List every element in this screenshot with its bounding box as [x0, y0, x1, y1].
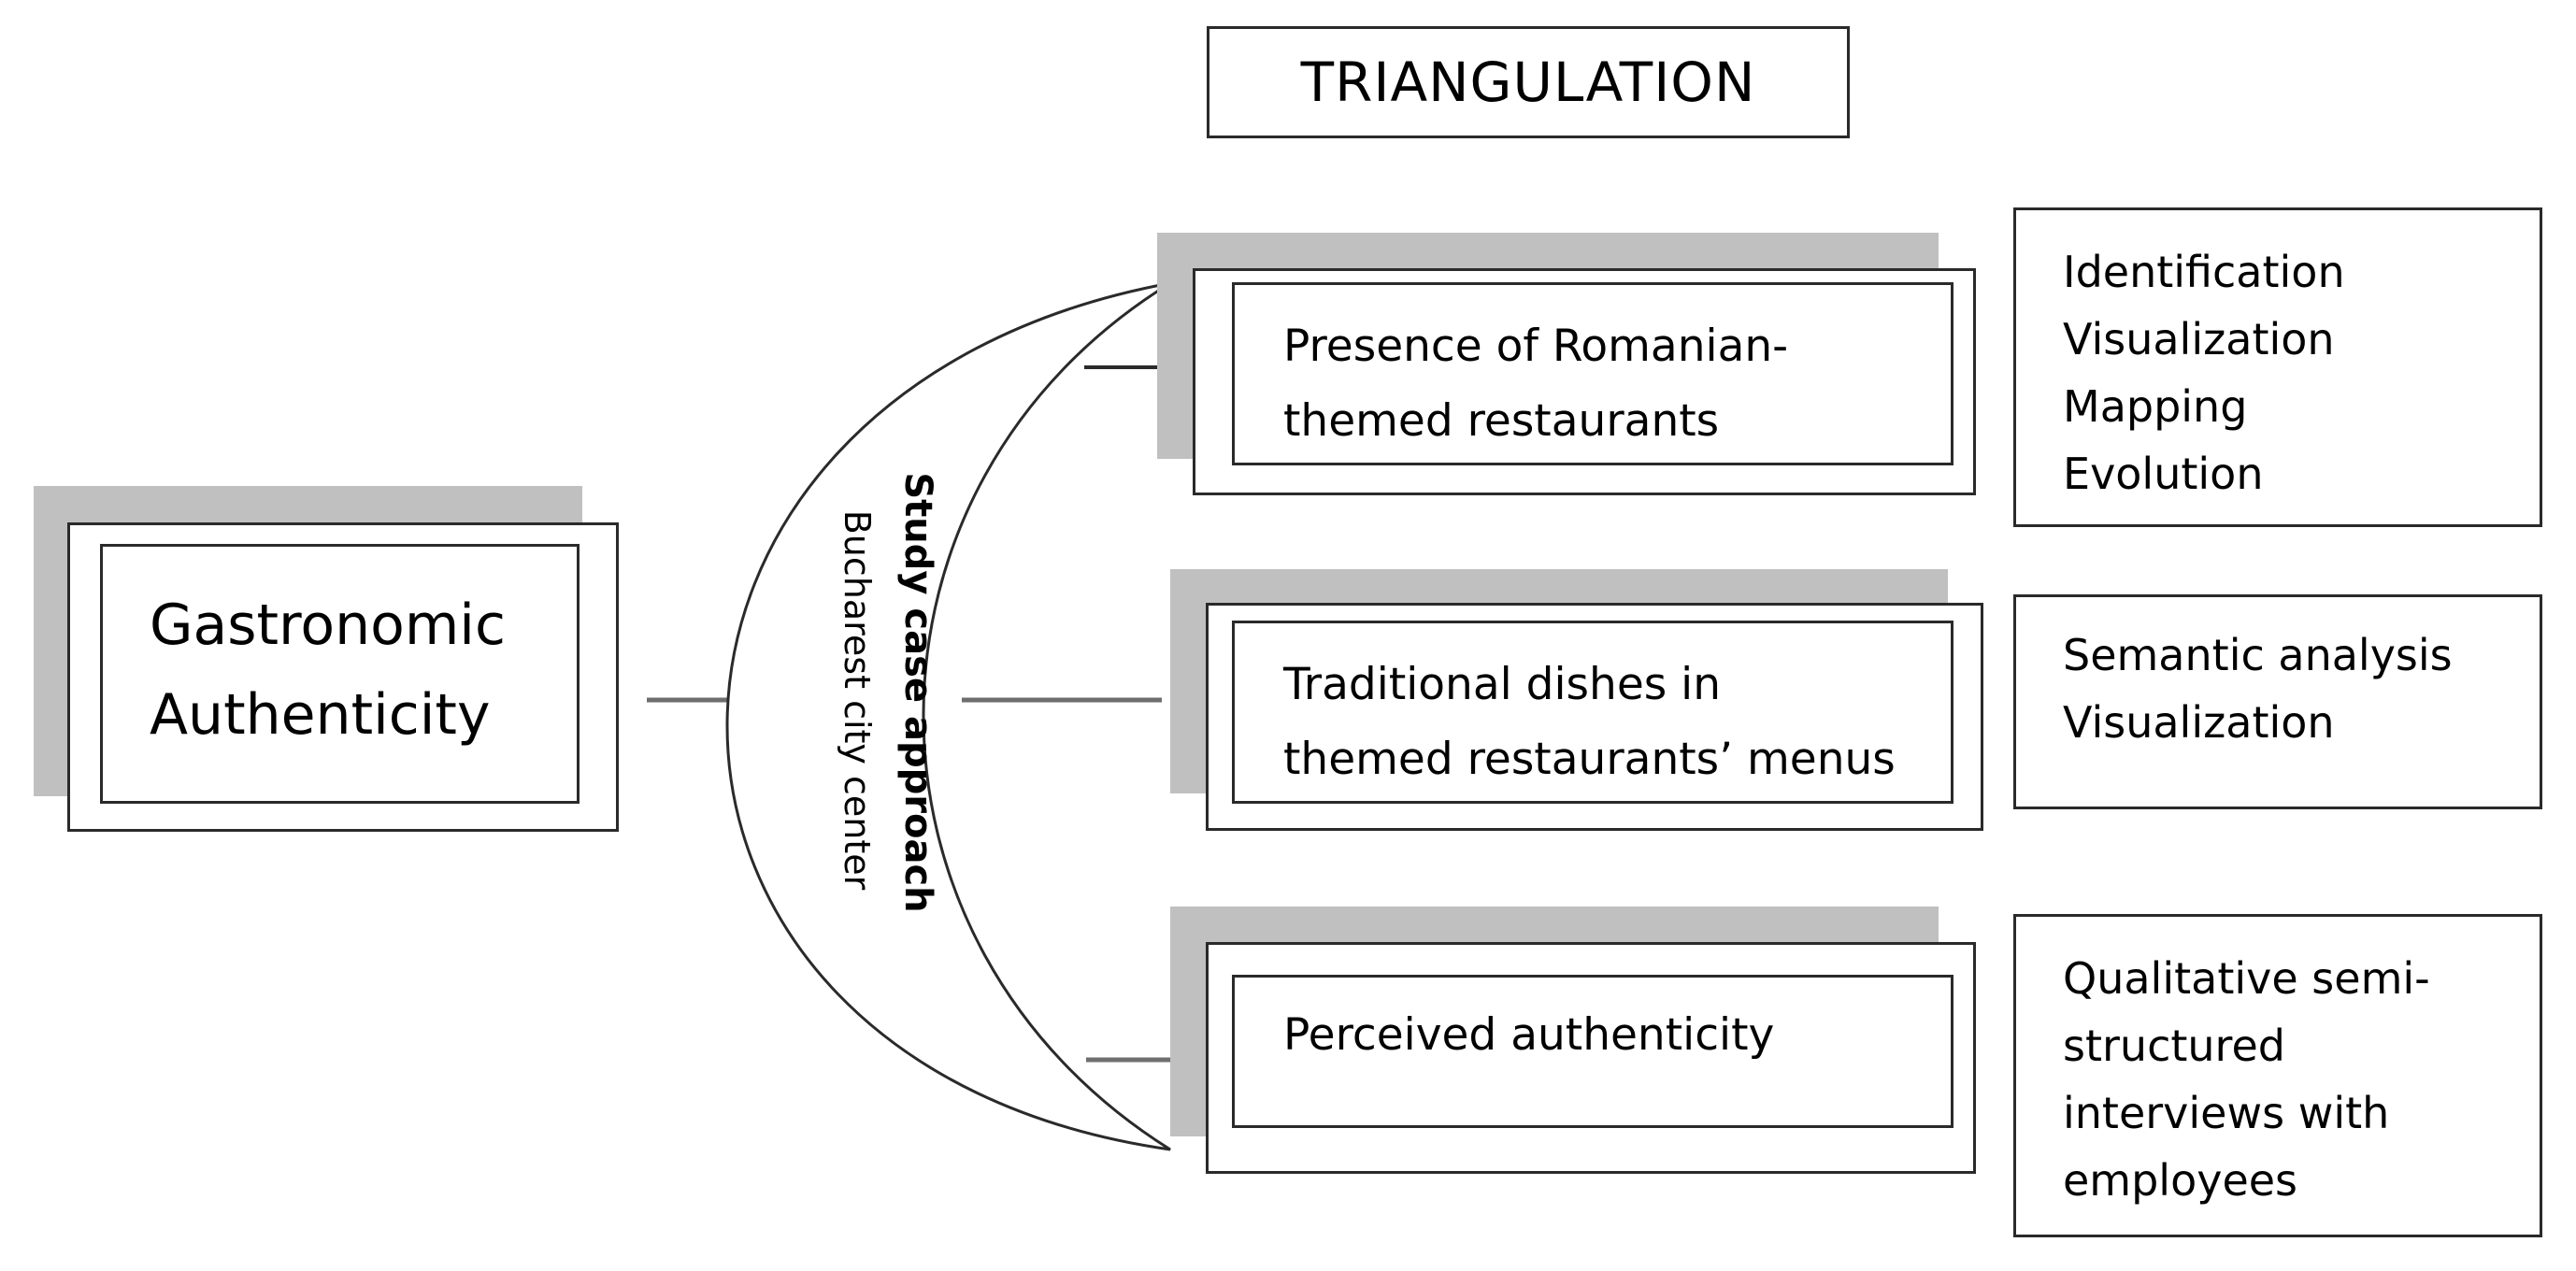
methods-3-line-3: interviews with — [2063, 1088, 2390, 1138]
methods-2-box: Semantic analysis Visualization — [2013, 594, 2542, 809]
methods-1-line-2: Visualization — [2063, 314, 2335, 364]
methods-3-line-1: Qualitative semi- — [2063, 953, 2430, 1004]
diagram-title: TRIANGULATION — [1300, 50, 1756, 114]
item-2-line-2: themed restaurants’ menus — [1283, 734, 1896, 785]
approach-main-label: Study case approach — [896, 472, 939, 913]
title-box: TRIANGULATION — [1207, 26, 1850, 138]
item-1-line-1: Presence of Romanian- — [1283, 321, 1789, 372]
methods-1-line-1: Identification — [2063, 247, 2345, 297]
core-inner-box: Gastronomic Authenticity — [100, 544, 580, 804]
item-2-line-1: Traditional dishes in — [1283, 659, 1722, 710]
methods-1-box: Identification Visualization Mapping Evo… — [2013, 207, 2542, 527]
methods-1-line-4: Evolution — [2063, 449, 2264, 499]
approach-sub-label: Bucharest city center — [837, 509, 878, 891]
methods-1-line-3: Mapping — [2063, 381, 2248, 432]
item-3-inner-box: Perceived authenticity — [1232, 975, 1953, 1128]
methods-2-line-1: Semantic analysis — [2063, 630, 2453, 680]
item-3-line-1: Perceived authenticity — [1283, 1009, 1775, 1061]
study-case-crescent — [725, 281, 1171, 1151]
core-line-1: Gastronomic — [150, 593, 506, 658]
methods-3-line-2: structured — [2063, 1021, 2285, 1071]
methods-3-box: Qualitative semi- structured interviews … — [2013, 914, 2542, 1237]
item-2-inner-box: Traditional dishes in themed restaurants… — [1232, 621, 1953, 804]
item-1-line-2: themed restaurants — [1283, 395, 1720, 447]
methods-3-line-4: employees — [2063, 1155, 2298, 1206]
core-line-2: Authenticity — [150, 682, 491, 748]
item-1-inner-box: Presence of Romanian- themed restaurants — [1232, 282, 1953, 465]
methods-2-line-2: Visualization — [2063, 697, 2335, 748]
